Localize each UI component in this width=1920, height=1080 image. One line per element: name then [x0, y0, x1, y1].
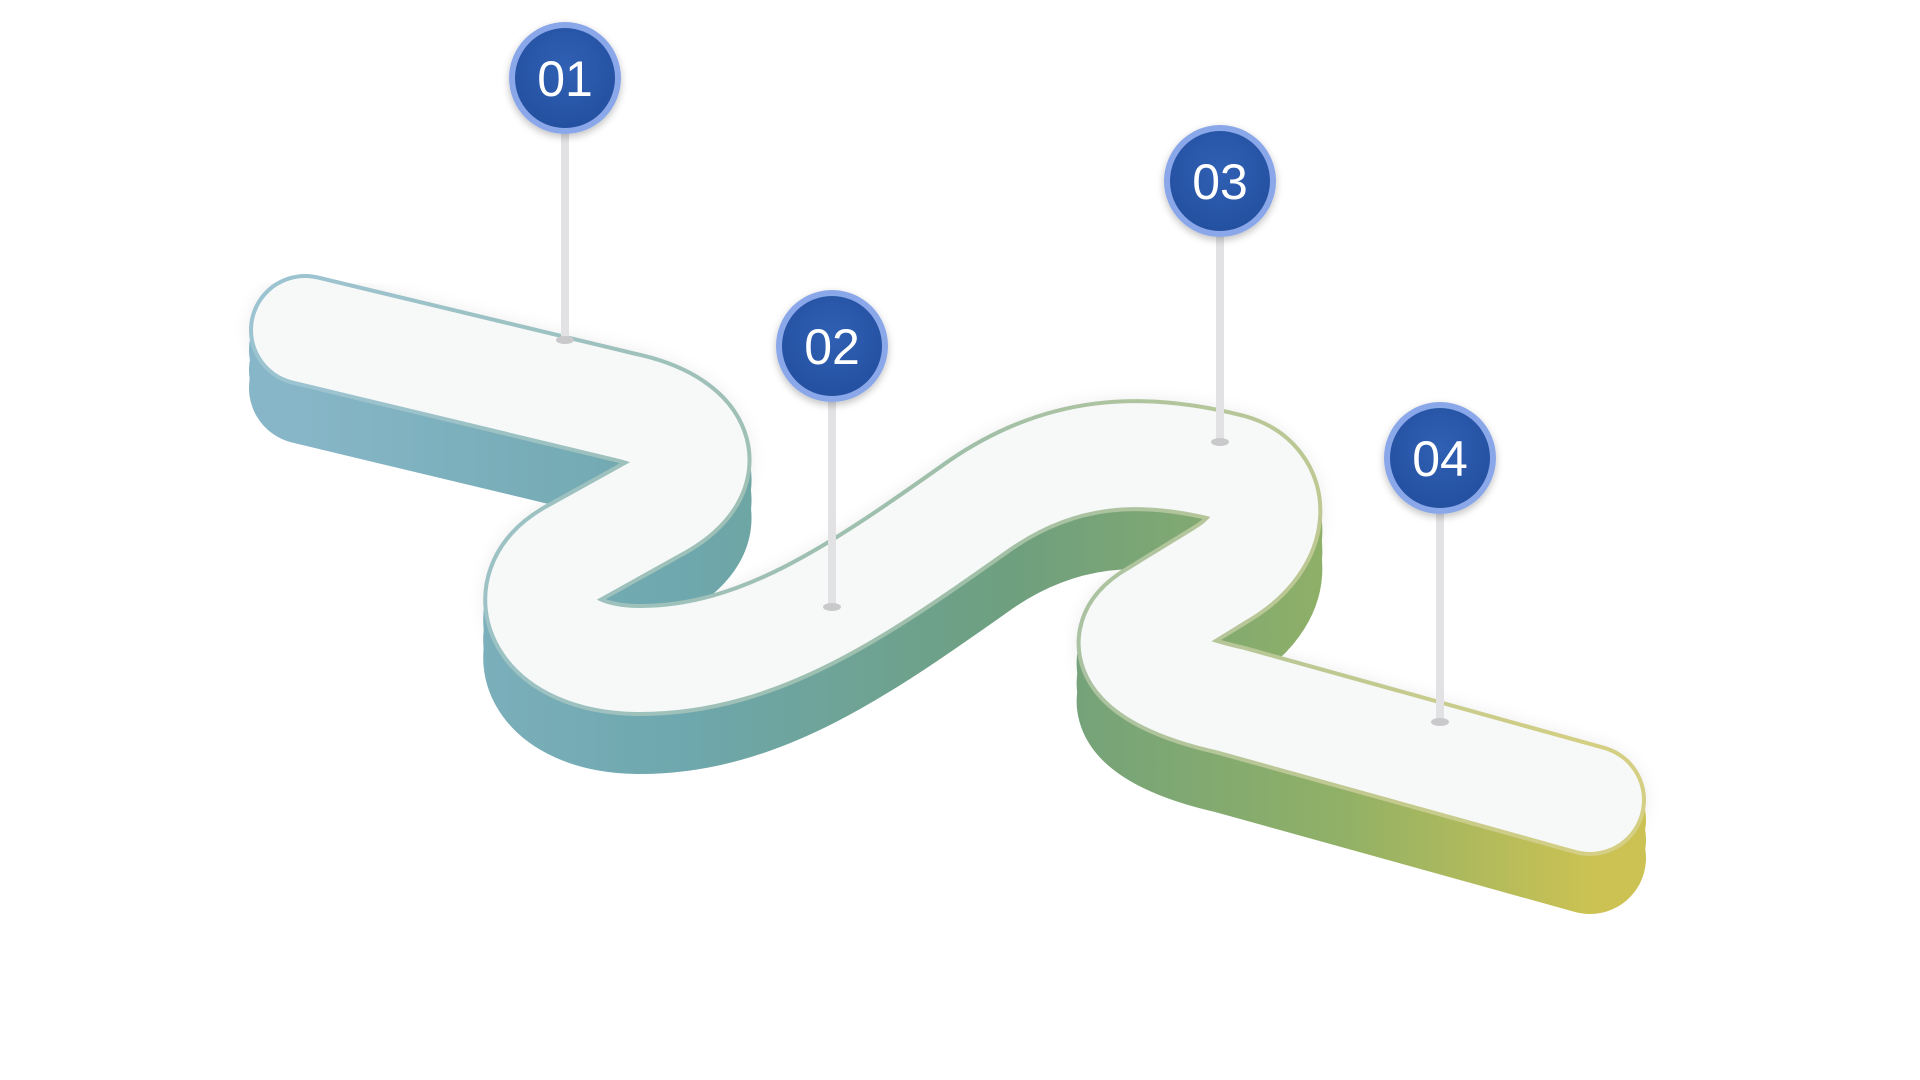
road [249, 274, 1646, 914]
marker-label: 03 [1192, 154, 1248, 210]
pin-base [1431, 718, 1449, 726]
road-top-surface [253, 278, 1642, 852]
pin-base [823, 603, 841, 611]
pin-base [556, 336, 574, 344]
marker-label: 04 [1412, 431, 1468, 487]
marker-label: 02 [804, 319, 860, 375]
milestone-marker-01: 01 [509, 22, 621, 344]
milestone-marker-02: 02 [776, 290, 888, 611]
pin-base [1211, 438, 1229, 446]
pin-head [782, 296, 882, 396]
pin-head [1170, 131, 1270, 231]
pin-head [1390, 408, 1490, 508]
marker-label: 01 [537, 51, 593, 107]
milestone-marker-03: 03 [1164, 125, 1276, 446]
pin-head [515, 28, 615, 128]
milestone-marker-04: 04 [1384, 402, 1496, 726]
